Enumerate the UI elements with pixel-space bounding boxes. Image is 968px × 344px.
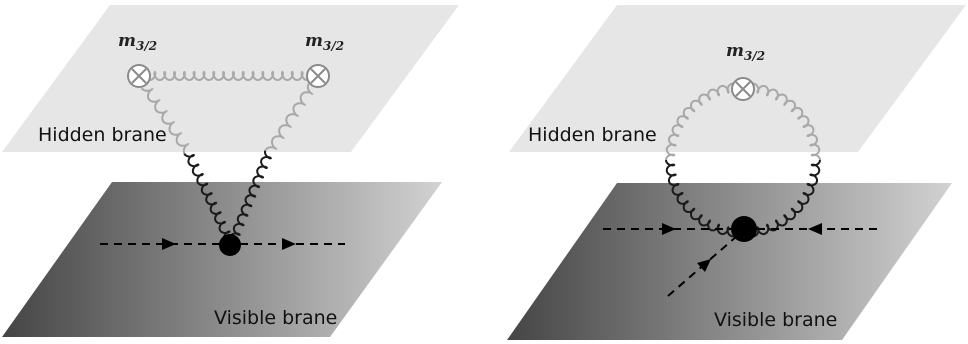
visible-brane-left	[2, 182, 442, 337]
fermion-arrow-left-2	[282, 238, 296, 250]
fermion-arrow-left-1	[162, 238, 176, 250]
mass-label-left-2: m3/2	[305, 31, 344, 53]
vertex-dot-right	[731, 216, 757, 242]
gluon-lines-left	[140, 70, 314, 240]
mass-label-right: m3/2	[726, 41, 765, 63]
mass-label-left-1: m3/2	[118, 31, 157, 53]
right-diagram: Hidden brane Visible brane m3/2	[507, 5, 966, 340]
gluon-leg-right-visible	[229, 150, 272, 237]
gravitino-insertion-left-1	[127, 64, 151, 88]
visible-brane-right	[507, 183, 952, 340]
fermion-arrow-right-1	[662, 223, 676, 235]
gravitino-insertion-right	[731, 77, 755, 101]
visible-brane-label-left: Visible brane	[214, 307, 337, 329]
gluon-leg-left-visible	[183, 153, 231, 240]
hidden-brane-label-left: Hidden brane	[38, 124, 167, 146]
visible-brane-label-right: Visible brane	[714, 309, 837, 331]
gluon-top-left	[149, 70, 308, 82]
fermion-arrow-right-3	[697, 259, 711, 272]
gravitino-insertion-left-2	[306, 64, 330, 88]
gluon-leg-right-hidden	[264, 83, 314, 151]
hidden-brane-label-right: Hidden brane	[528, 124, 657, 146]
gluon-leg-left-hidden	[140, 87, 190, 155]
left-diagram: Hidden brane Visible brane m3/2 m3/2	[2, 5, 459, 337]
vertex-dot-left	[219, 234, 241, 256]
fermion-arrow-right-2	[808, 223, 822, 235]
